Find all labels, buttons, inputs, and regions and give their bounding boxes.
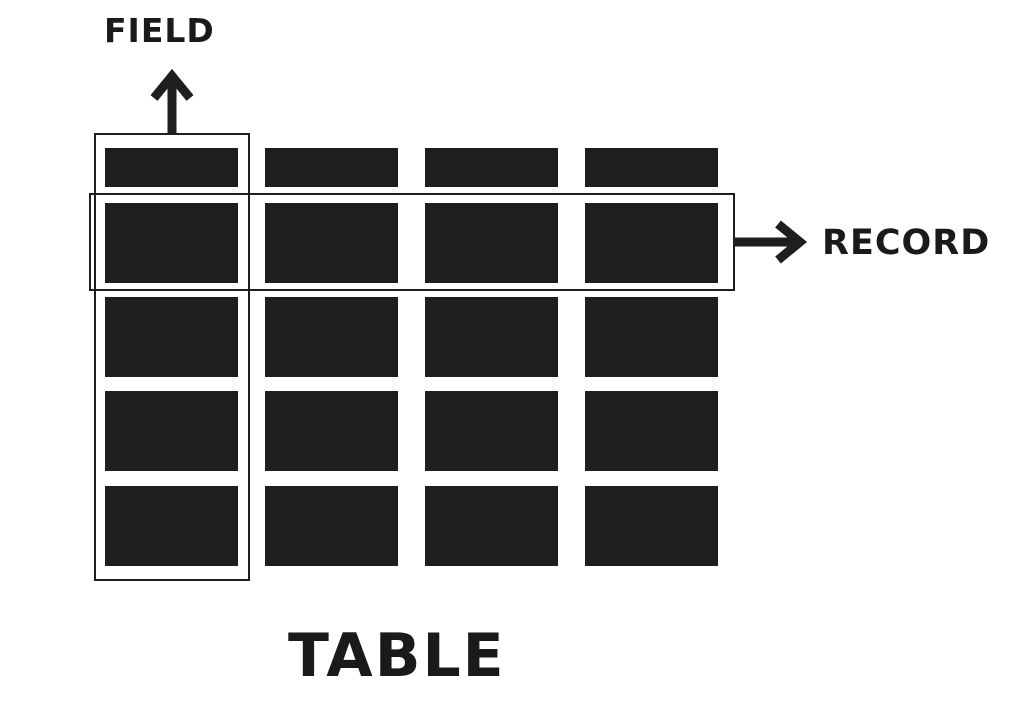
table-cell-r1-c3 (425, 148, 558, 187)
table-cell-r2-c3 (425, 203, 558, 283)
table-cell-r1-c1 (105, 148, 238, 187)
table-cell-r3-c1 (105, 297, 238, 377)
table-cell-r1-c2 (265, 148, 398, 187)
table-cell-r4-c2 (265, 391, 398, 471)
table-cell-r3-c2 (265, 297, 398, 377)
table-cell-r5-c1 (105, 486, 238, 566)
table-cell-r5-c4 (585, 486, 718, 566)
field-highlight-box (94, 133, 250, 581)
table-cell-r2-c4 (585, 203, 718, 283)
table-cell-r1-c4 (585, 148, 718, 187)
grid-cells (105, 148, 718, 566)
table-cell-r5-c3 (425, 486, 558, 566)
table-cell-r3-c3 (425, 297, 558, 377)
record-label: RECORD (822, 223, 991, 263)
field-label: FIELD (104, 11, 215, 50)
table-cell-r4-c3 (425, 391, 558, 471)
table-cell-r2-c2 (265, 203, 398, 283)
table-label: TABLE (288, 621, 506, 691)
table-cell-r4-c4 (585, 391, 718, 471)
table-cell-r4-c1 (105, 391, 238, 471)
table-cell-r2-c1 (105, 203, 238, 283)
record-highlight-box (89, 193, 735, 291)
table-cell-r5-c2 (265, 486, 398, 566)
arrow-up-icon (150, 68, 194, 133)
arrow-right-icon (735, 220, 808, 264)
table-cell-r3-c4 (585, 297, 718, 377)
